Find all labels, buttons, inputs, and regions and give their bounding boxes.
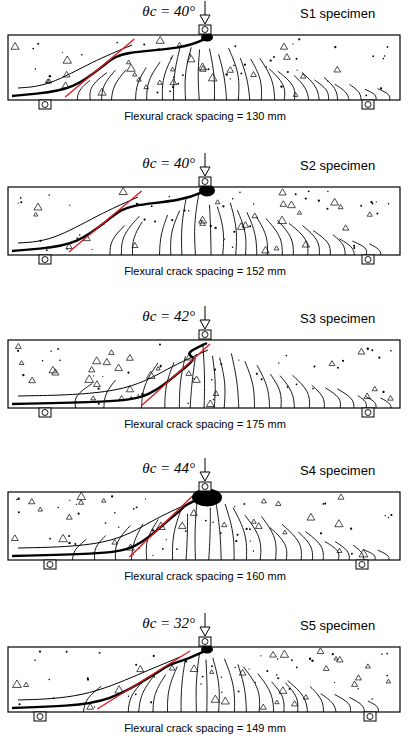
specimen-label: S3 specimen xyxy=(300,312,375,327)
beam-outline xyxy=(8,187,400,255)
flexural-crack xyxy=(75,344,391,408)
specimen-drawing xyxy=(8,458,400,569)
specimen-label: S2 specimen xyxy=(300,159,375,174)
specimen-drawing xyxy=(8,306,400,417)
crack-angle-line xyxy=(129,496,192,557)
secondary-crack xyxy=(18,350,208,396)
secondary-crack xyxy=(18,657,180,700)
crack-angle-line xyxy=(97,651,190,709)
support xyxy=(362,255,374,264)
support xyxy=(362,100,374,109)
specimen-drawing xyxy=(8,1,400,109)
specimen-label: S4 specimen xyxy=(300,464,375,479)
angle-label: θc = 44° xyxy=(142,460,195,477)
specimen-drawing xyxy=(8,613,400,721)
beam-outline xyxy=(8,35,400,100)
diagonal-crack xyxy=(12,650,207,708)
angle-label: θc = 32° xyxy=(142,615,195,632)
support xyxy=(364,712,376,721)
crack-angle-line xyxy=(142,344,210,405)
support xyxy=(356,560,368,569)
specimen-drawing xyxy=(8,153,400,264)
support xyxy=(39,408,51,417)
crushing-zone xyxy=(201,645,213,653)
support xyxy=(39,255,51,264)
specimen-label: S1 specimen xyxy=(300,7,375,22)
support xyxy=(39,100,51,109)
flexural-crack xyxy=(110,192,381,255)
crushing-zone xyxy=(201,33,213,41)
crack-spacing-note: Flexural crack spacing = 160 mm xyxy=(122,570,288,583)
crack-angle-line xyxy=(69,191,142,252)
aggregate xyxy=(11,36,388,96)
point-load xyxy=(199,613,211,646)
beam-outline xyxy=(8,647,400,712)
angle-label: θc = 40° xyxy=(142,3,195,20)
specimen-label: S5 specimen xyxy=(300,619,375,634)
crack-angle-line xyxy=(65,39,134,97)
support xyxy=(34,712,46,721)
crack-spacing-note: Flexural crack spacing = 130 mm xyxy=(122,110,288,123)
diagonal-crack xyxy=(12,495,207,556)
aggregate xyxy=(13,648,391,709)
beam-outline xyxy=(8,340,400,408)
secondary-crack xyxy=(18,197,138,243)
flexural-crack xyxy=(84,653,379,712)
point-load xyxy=(199,306,211,339)
angle-label: θc = 42° xyxy=(142,308,195,325)
secondary-crack xyxy=(18,502,192,548)
diagonal-crack xyxy=(12,190,207,251)
crack-spacing-note: Flexural crack spacing = 149 mm xyxy=(122,722,288,735)
secondary-crack xyxy=(18,45,132,88)
support xyxy=(362,408,374,417)
point-load xyxy=(199,1,211,34)
support xyxy=(44,560,56,569)
crack-spacing-note: Flexural crack spacing = 152 mm xyxy=(122,265,288,278)
point-load xyxy=(199,458,211,491)
point-load xyxy=(199,153,211,186)
diagonal-crack xyxy=(12,38,207,96)
angle-label: θc = 40° xyxy=(142,155,195,172)
crack-spacing-note: Flexural crack spacing = 175 mm xyxy=(122,418,288,431)
